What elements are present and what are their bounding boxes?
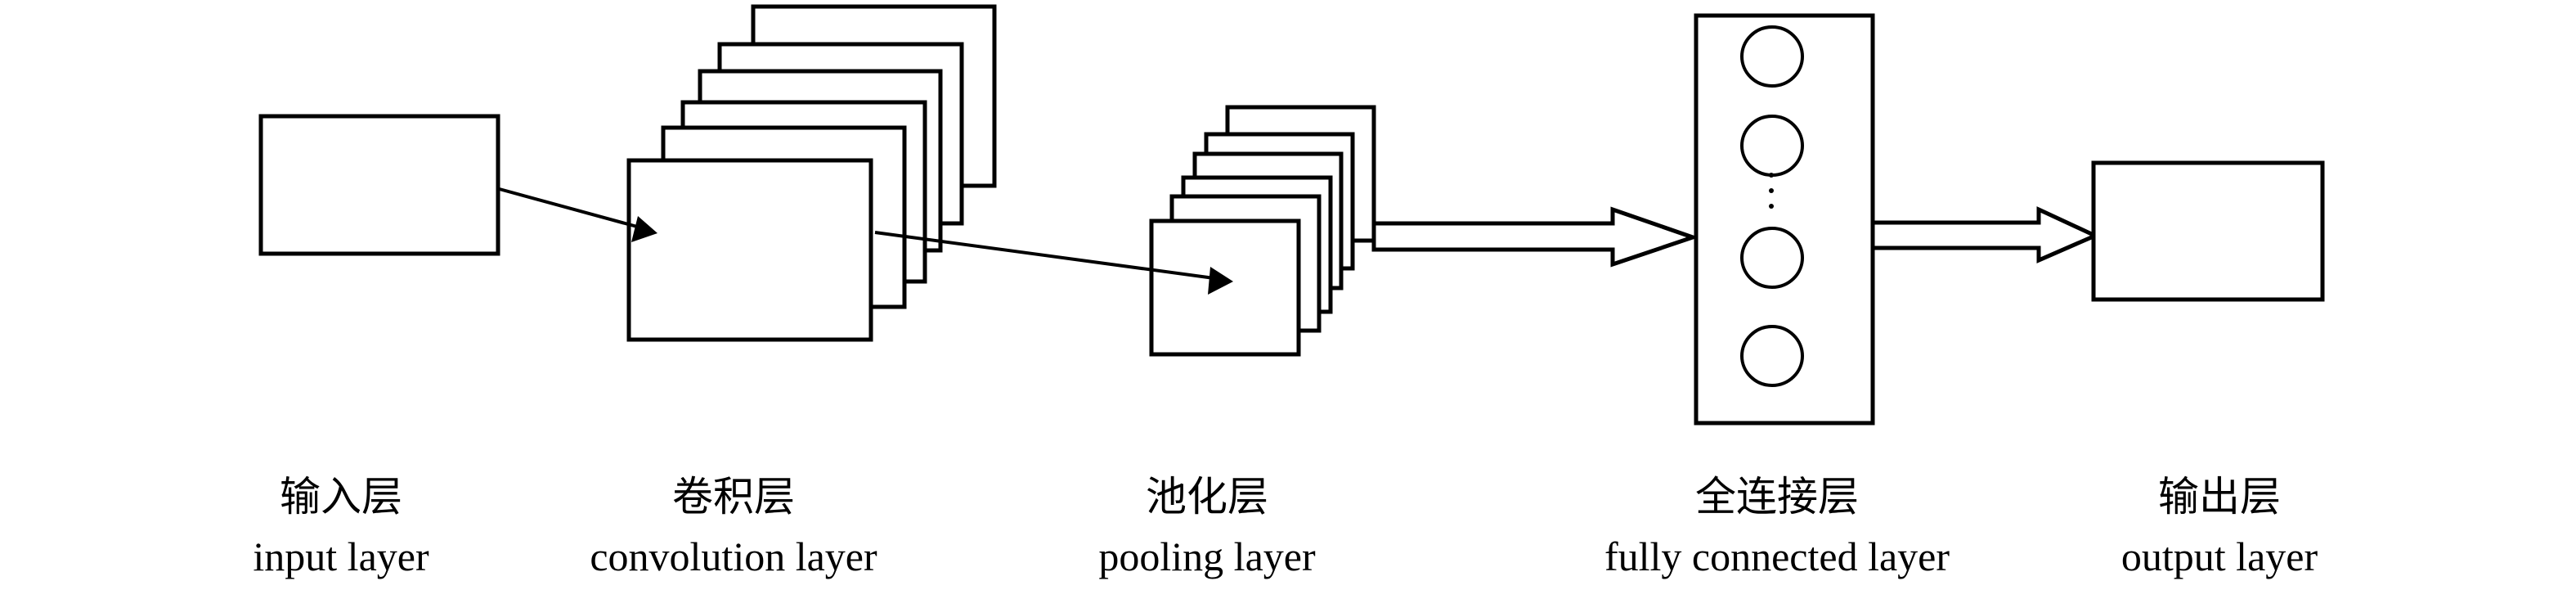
output-layer-label-en: output layer [2121, 534, 2318, 579]
input-layer-box [258, 114, 500, 256]
conv-layer-label-zh: 卷积层 [672, 474, 795, 520]
neurons [1740, 25, 1804, 387]
fc-layer-label-zh: 全连接层 [1695, 474, 1859, 520]
feature-map [626, 158, 873, 342]
conv-layer-label-en: convolution layer [590, 534, 877, 579]
ellipsis-dots [1769, 173, 1774, 209]
neuron [1740, 25, 1804, 88]
pool-layer-label-zh: 池化层 [1146, 474, 1268, 520]
output-layer-box [2091, 160, 2325, 302]
input-layer-label-zh: 输入层 [280, 474, 402, 520]
input-layer-label-en: input layer [253, 534, 429, 579]
arrow-fc-to-output [1870, 206, 2101, 263]
pooling-layer-stack [1149, 105, 1376, 357]
arrow-pool-to-fc [1371, 206, 1699, 268]
neuron [1740, 325, 1804, 387]
neuron [1740, 227, 1804, 289]
arrow-input-to-conv [496, 187, 657, 242]
fc-layer-label-en: fully connected layer [1604, 534, 1950, 579]
pool-layer-label-en: pooling layer [1098, 534, 1316, 579]
pooled-map [1149, 218, 1301, 357]
arrow-conv-to-pool [874, 231, 1233, 295]
convolution-layer-stack [626, 4, 997, 342]
output-layer-label-zh: 输出层 [2158, 474, 2281, 520]
fully-connected-box [1694, 13, 1875, 426]
